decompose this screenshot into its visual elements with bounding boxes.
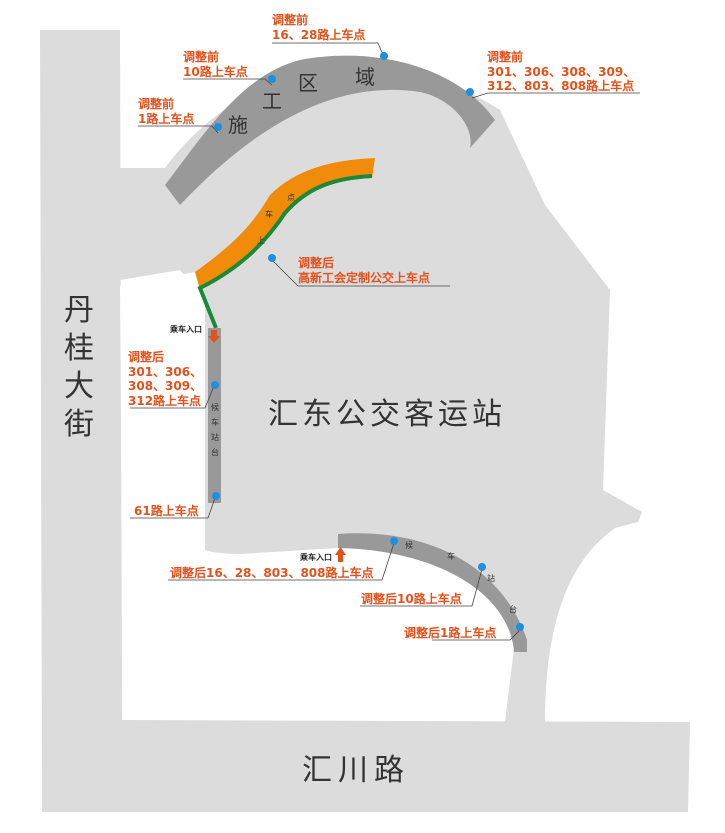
bus-stop-icon[interactable] (478, 563, 486, 571)
entrance-arrow-down-icon (208, 330, 220, 343)
bus-stop-icon[interactable] (211, 381, 219, 389)
label-before-1-title: 调整前 (138, 96, 174, 111)
green-edge (197, 174, 373, 329)
after-stop-10[interactable] (360, 563, 486, 607)
platform-char: 候 (405, 541, 413, 550)
bottom-white-area (122, 547, 505, 718)
label-before-10: 10路上车点 (183, 64, 248, 79)
street-char: 大 (64, 369, 94, 404)
bus-stop-icon[interactable] (390, 537, 398, 545)
label-after-16-28-803-808: 调整后16、28、803、808路上车点 (170, 565, 374, 580)
after-stop-16-28-803-808[interactable] (168, 537, 398, 581)
orange-road (195, 158, 375, 290)
after-labels: 调整后 高新工会定制公交上车点 调整后 301、306、 308、309、 31… (128, 255, 496, 640)
label-before-300s-title: 调整前 (487, 49, 523, 64)
vertical-platform (208, 328, 221, 503)
label-before-16-28: 16、28路上车点 (272, 27, 365, 42)
label-after-10: 调整后10路上车点 (361, 591, 462, 606)
after-stop-1[interactable] (432, 623, 524, 641)
platform-char: 车 (211, 417, 219, 427)
orange-road-text: 点 车 上 (257, 193, 295, 245)
label-after-300s-line1: 301、306、 (128, 365, 202, 379)
road-char: 上 (257, 236, 265, 245)
entrance-label-left: 乘车入口 (169, 324, 202, 334)
after-stop-300s[interactable] (130, 381, 219, 409)
street-char: 桂 (64, 331, 94, 366)
bus-stop-icon[interactable] (268, 254, 276, 262)
street-char: 街 (64, 407, 94, 442)
road-char: 车 (265, 209, 273, 219)
construction-zone-text: 施 工 区 域 (228, 65, 375, 137)
street-char: 丹 (64, 293, 94, 328)
label-before-16-28-title: 调整前 (272, 12, 308, 27)
construction-char: 区 (298, 71, 318, 95)
bus-stop-icon[interactable] (380, 52, 388, 60)
construction-road (165, 55, 495, 205)
label-after-1: 调整后1路上车点 (404, 625, 496, 640)
entrance-label-bottom: 乘车入口 (299, 552, 332, 562)
label-before-300s-line2: 312、803、808路上车点 (487, 78, 634, 93)
stop-markers (130, 42, 640, 641)
before-stop-10[interactable] (183, 75, 276, 86)
before-stop-1[interactable] (138, 123, 222, 134)
danggui-street-area (40, 30, 690, 812)
bus-stop-icon[interactable] (516, 623, 524, 631)
station-name: 汇东公交客运站 (268, 397, 506, 432)
entrance-arrow-up-icon (335, 547, 346, 562)
platform-char: 台 (211, 447, 219, 457)
construction-char: 施 (228, 113, 248, 137)
platform-char: 站 (487, 573, 495, 583)
after-stop-custom[interactable] (268, 254, 450, 287)
before-labels: 调整前 1路上车点 调整前 10路上车点 调整前 16、28路上车点 调整前 3… (138, 12, 635, 126)
before-stop-300s[interactable] (466, 88, 640, 99)
platform-char: 台 (509, 604, 517, 614)
label-after-custom-title: 调整后 (298, 255, 334, 270)
vertical-platform-text: 候 车 站 台 (211, 403, 219, 457)
ground-areas (40, 30, 690, 812)
construction-char: 域 (355, 65, 375, 89)
bus-stop-icon[interactable] (214, 123, 222, 131)
platform-char: 车 (447, 551, 455, 561)
label-after-300s-line2: 308、309、 (128, 379, 202, 393)
bus-stop-icon[interactable] (268, 75, 276, 83)
bottom-street-name: 汇川路 (302, 753, 410, 788)
platform-char: 站 (211, 432, 219, 442)
after-stop-61[interactable] (130, 492, 220, 519)
label-after-300s-line3: 312路上车点 (128, 393, 201, 408)
label-after-300s-title: 调整后 (128, 349, 164, 364)
left-street-name: 丹 桂 大 街 (64, 293, 94, 442)
before-stop-16-28[interactable] (272, 42, 388, 60)
label-after-custom: 高新工会定制公交上车点 (298, 270, 430, 285)
curved-platform (338, 533, 527, 652)
bus-stop-icon[interactable] (466, 88, 474, 96)
construction-char: 工 (262, 89, 282, 113)
label-before-10-title: 调整前 (183, 49, 219, 64)
road-char: 点 (287, 193, 295, 202)
label-before-1: 1路上车点 (138, 111, 194, 126)
platform-char: 候 (211, 403, 219, 412)
curved-platform-text: 候 车 站 台 (405, 541, 517, 614)
white-notch (120, 272, 205, 555)
bus-stop-icon[interactable] (212, 492, 220, 500)
label-before-300s-line1: 301、306、308、309、 (487, 65, 635, 79)
label-after-61: 61路上车点 (134, 503, 199, 518)
